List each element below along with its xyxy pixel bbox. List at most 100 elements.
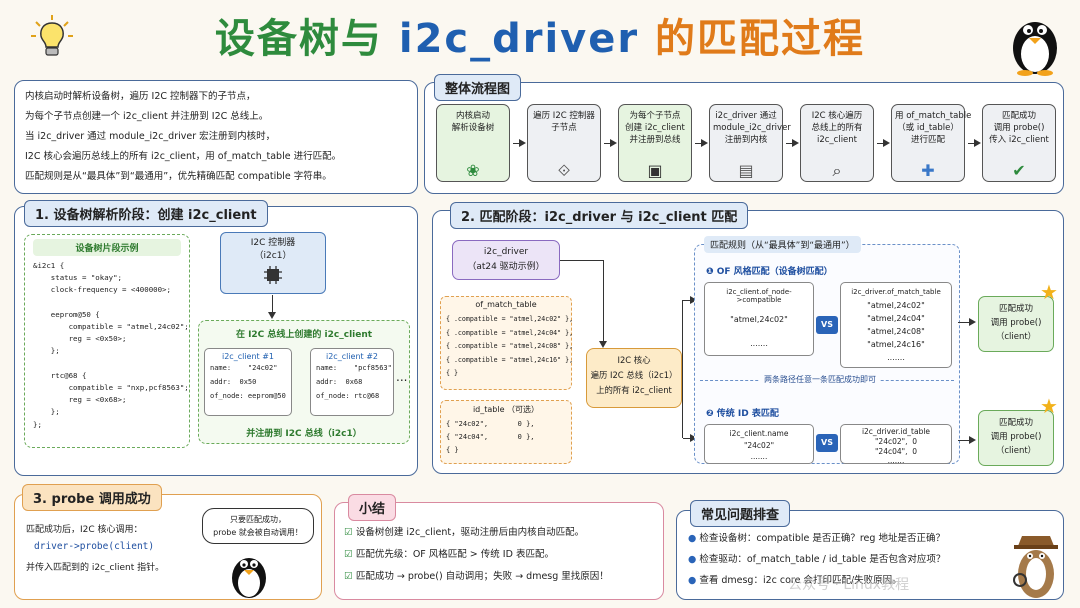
chip-icon: [264, 266, 282, 284]
i2c-driver-box: i2c_driver （at24 驱动示例）: [452, 240, 560, 280]
flow-step-label: i2c_driver 通过 module_i2c_driver 注册到内核: [713, 111, 791, 145]
section3-header: 3. probe 调用成功: [22, 484, 162, 511]
client2-title: i2c_client #2: [325, 352, 379, 361]
rule2-right-title: i2c_driver.id_table: [861, 427, 931, 436]
summary-item: ☑ 匹配成功 → probe() 自动调用；失败 → dmesg 里找原因！: [344, 566, 609, 588]
driver-label: i2c_driver （at24 驱动示例）: [467, 247, 545, 272]
i2c-client-1-card: i2c_client #1 name: "24c02" addr: 0x50 o…: [204, 348, 292, 416]
faq-list: ● 检查设备树：compatible 是否正确？reg 地址是否正确？ ● 检查…: [688, 528, 945, 591]
puzzle-icon: ✚: [921, 161, 935, 180]
rule2-left-title: i2c_client.name: [729, 429, 789, 438]
checkbox-checked-icon: ☑: [344, 527, 356, 538]
client1-title: i2c_client #1: [221, 352, 275, 361]
checkmark-icon: ✔: [1012, 161, 1026, 180]
flow-step-label: 用 of_match_table （或 id_table） 进行匹配: [895, 111, 972, 145]
rule2-left-values: "24c02" .......: [743, 441, 775, 461]
flow-step-label: 内核启动 解析设备树: [451, 111, 495, 133]
client1-fields: name: "24c02" addr: 0x50 of_node: eeprom…: [210, 364, 286, 400]
star-icon: ★: [1040, 280, 1058, 304]
checkbox-checked-icon: ☑: [344, 571, 356, 582]
success-box-1: 匹配成功 调用 probe() （client）: [978, 296, 1054, 352]
flow-arrow: [877, 139, 890, 147]
rule1-client-card: i2c_client.of_node->compatible "atmel,24…: [704, 282, 814, 356]
success-label-1: 匹配成功 调用 probe() （client）: [990, 304, 1042, 342]
i2c-core-box: I2C 核心 遍历 I2C 总线（i2c1） 上的所有 i2c_client: [586, 348, 682, 408]
driver-to-core-arrow: [599, 260, 607, 348]
bus-footer: 并注册到 I2C 总线（i2c1）: [246, 429, 362, 439]
summary-item-text: 设备树创建 i2c_client，驱动注册后由内核自动匹配。: [355, 527, 585, 538]
rule1-vs-badge: VS: [816, 316, 838, 334]
success-label-2: 匹配成功 调用 probe() （client）: [990, 418, 1042, 456]
flow-step-6: 用 of_match_table （或 id_table） 进行匹配 ✚: [891, 104, 972, 182]
intro-line: 匹配规则是从“最具体”到“最通用”，优先精确匹配 compatible 字符串。: [25, 171, 332, 182]
rule2-to-success-arrow: [958, 436, 976, 444]
probe-text-1: 匹配成功后，I2C 核心调用：: [26, 525, 143, 535]
controller-arrow: [268, 295, 276, 319]
probe-text-2: 并传入匹配到的 i2c_client 指针。: [26, 563, 165, 573]
page-title: 设备树与 i2c_driver 的匹配过程: [0, 6, 1080, 64]
core-branch-line: [682, 300, 683, 438]
lightbulb-icon: [31, 15, 73, 56]
core-to-rule1-arrow: [683, 296, 697, 304]
core-to-rule2-arrow: [683, 434, 697, 442]
i2c-controller-box: I2C 控制器 （i2c1）: [220, 232, 326, 294]
i2c-client-2-card: i2c_client #2 name: "pcf8563" addr: 0x68…: [310, 348, 394, 416]
id-table-title: id_table （可选）: [472, 405, 540, 414]
title-part1: 设备树与: [214, 16, 399, 62]
tree-icon: ❀: [466, 161, 480, 180]
rule2-driver-card: i2c_driver.id_table "24c02", 0 "24c04", …: [840, 424, 952, 465]
chip-icon: ▣: [647, 161, 663, 180]
rule1-right-values: "atmel,24c02" "atmel,24c04" "atmel,24c08…: [867, 301, 925, 362]
detective-icon: [1013, 536, 1058, 598]
intro-panel: 内核启动时解析设备树，遍历 I2C 控制器下的子节点， 为每个子节点创建一个 i…: [14, 80, 418, 194]
controller-label: I2C 控制器 （i2c1）: [250, 238, 296, 261]
summary-list: ☑ 设备树创建 i2c_client，驱动注册后由内核自动匹配。 ☑ 匹配优先级…: [344, 522, 609, 588]
intro-line: I2C 核心会遍历总线上的所有 i2c_client，用 of_match_ta…: [25, 151, 342, 162]
flow-arrow: [604, 139, 617, 147]
client2-fields: name: "pcf8563" addr: 0x68 of_node: rtc@…: [316, 364, 392, 400]
magnifier-icon: ⌕: [832, 161, 842, 180]
checkbox-checked-icon: ☑: [344, 549, 356, 560]
faq-header: 常见问题排查: [690, 500, 791, 527]
flow-step-label: I2C 核心遍历 总线上的所有 i2c_client: [811, 111, 863, 145]
id-table-rows: { "24c02", 0 }, { "24c04", 0 }, { }: [446, 420, 535, 454]
intro-line: 为每个子节点创建一个 i2c_client 并注册到 I2C 总线上。: [25, 111, 269, 122]
faq-item: ● 查看 dmesg：i2c core 会打印匹配/失败原因。: [688, 575, 902, 586]
of-table-title: of_match_table: [475, 300, 537, 309]
more-clients-ellipsis: ...: [396, 370, 408, 384]
either-note: 两条路径任意一条匹配成功即可: [760, 374, 880, 385]
faq-item-text: 检查设备树：compatible 是否正确？reg 地址是否正确？: [699, 533, 945, 544]
rule2-vs-badge: VS: [816, 434, 838, 452]
rules-title: 匹配规则（从“最具体”到“最通用”）: [704, 236, 861, 253]
flow-step-4: i2c_driver 通过 module_i2c_driver 注册到内核 ▤: [709, 104, 791, 182]
probe-call: driver->probe(client): [34, 541, 155, 552]
summary-item-text: 匹配优先级：OF 风格匹配 > 传统 ID 表匹配。: [355, 549, 554, 560]
star-icon: ★: [1040, 394, 1058, 418]
core-label: I2C 核心 遍历 I2C 总线（i2c1） 上的所有 i2c_client: [590, 355, 678, 395]
penguin-mascot-icon: [1013, 22, 1057, 76]
title-part2: i2c_driver: [398, 16, 640, 62]
bus-title: 在 I2C 总线上创建的 i2c_client: [235, 330, 373, 340]
rule1-driver-card: i2c_driver.of_match_table "atmel,24c02" …: [840, 282, 952, 368]
dts-snippet-box: 设备树片段示例 &i2c1 { status = "okay"; clock-f…: [24, 234, 190, 448]
rule1-label: ❶ OF 风格匹配（设备树匹配）: [706, 267, 833, 277]
document-icon: ▤: [738, 161, 754, 180]
summary-item-text: 匹配成功 → probe() 自动调用；失败 → dmesg 里找原因！: [355, 571, 609, 582]
flow-arrow: [786, 139, 799, 147]
flow-step-7: 匹配成功 调用 probe() 传入 i2c_client ✔: [982, 104, 1056, 182]
section2-header: 2. 匹配阶段：i2c_driver 与 i2c_client 匹配: [450, 202, 749, 229]
faq-item-text: 查看 dmesg：i2c core 会打印匹配/失败原因。: [699, 575, 902, 586]
rule1-to-success-arrow: [958, 318, 976, 326]
flow-header: 整体流程图: [434, 74, 522, 101]
flow-step-label: 遍历 I2C 控制器 子节点: [533, 111, 595, 133]
flow-arrow: [968, 139, 981, 147]
rule1-left-values: "atmel,24c02" .......: [730, 315, 788, 348]
penguin-icon: [232, 558, 266, 598]
flow-step-label: 匹配成功 调用 probe() 传入 i2c_client: [989, 111, 1049, 145]
flow-step-3: 为每个子节点 创建 i2c_client 并注册到总线▣: [618, 104, 692, 182]
intro-line: 内核启动时解析设备树，遍历 I2C 控制器下的子节点，: [25, 91, 256, 102]
faq-item: ● 检查设备树：compatible 是否正确？reg 地址是否正确？: [688, 533, 945, 544]
rule2-label: ❷ 传统 ID 表匹配: [706, 409, 779, 419]
speech-bubble: 只要匹配成功， probe 就会被自动调用！: [202, 508, 314, 544]
intro-line: 当 i2c_driver 通过 module_i2c_driver 宏注册到内核…: [25, 131, 276, 142]
